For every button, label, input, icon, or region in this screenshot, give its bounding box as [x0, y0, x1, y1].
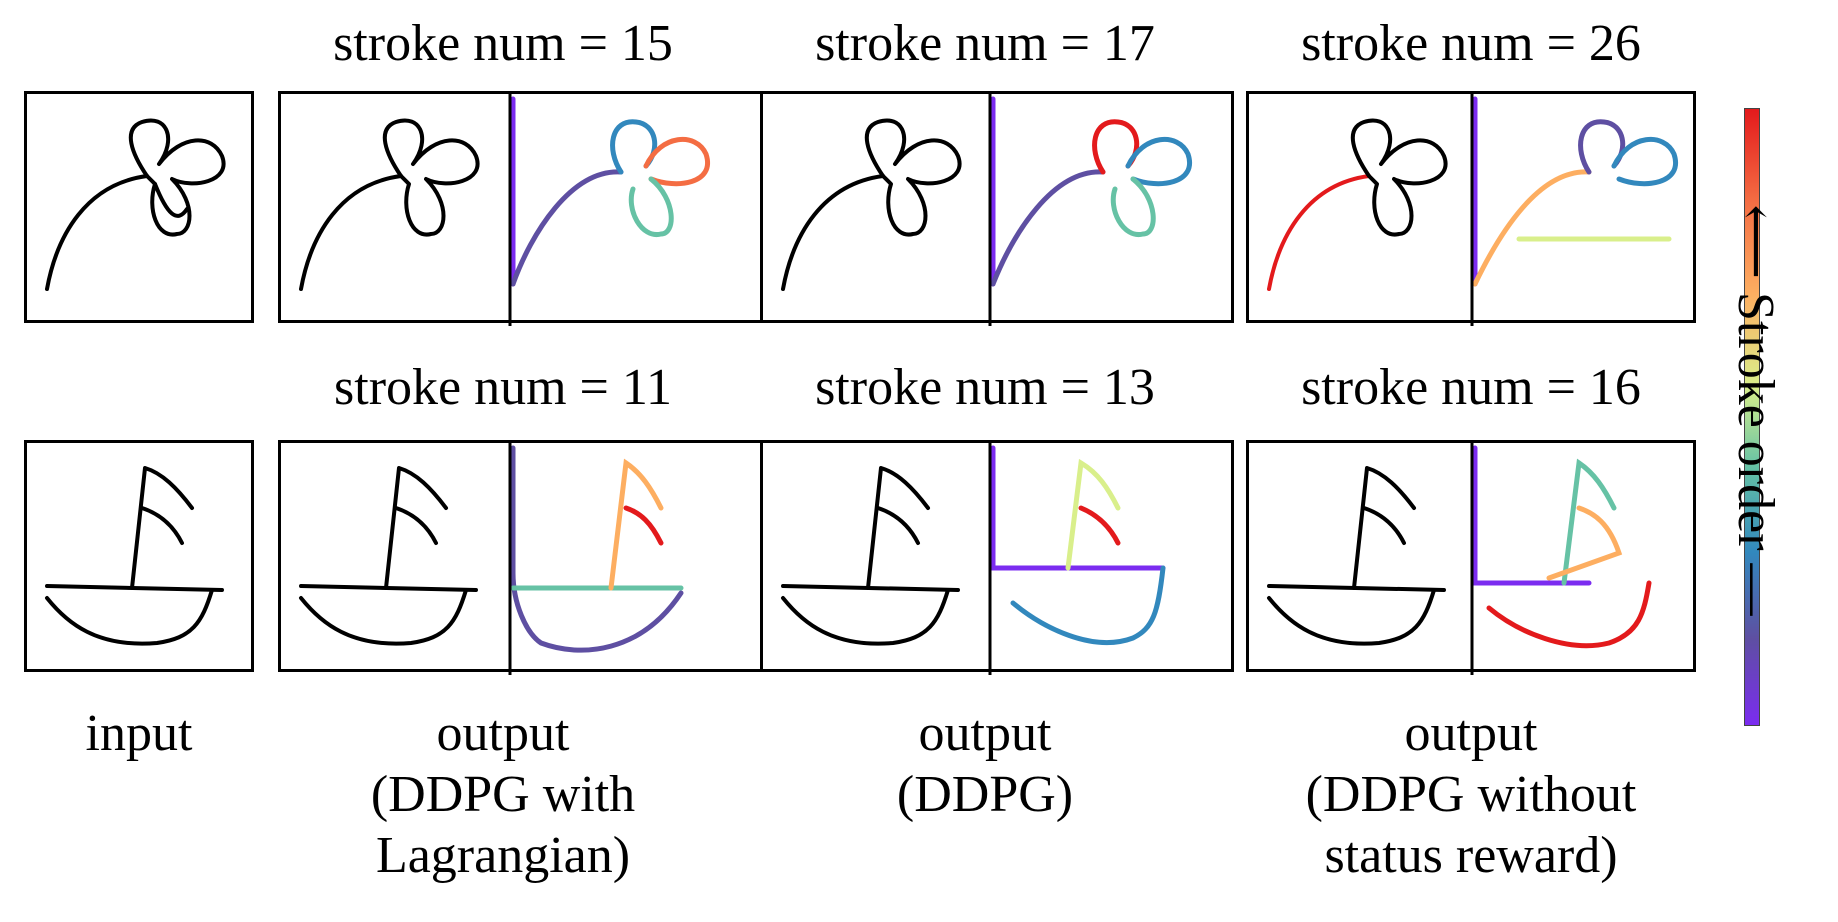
legend-arrow-down: — — [1727, 563, 1784, 616]
nostatus-flower-panel — [1246, 91, 1696, 326]
header-lagrangian-flower: stroke num = 15 — [333, 15, 673, 72]
header-lagrangian-boat: stroke num = 11 — [334, 359, 672, 416]
input-boat-sketch — [45, 466, 224, 646]
input-flower-sketch — [45, 118, 226, 291]
caption-input: input — [24, 704, 254, 765]
nostatus-flower-render — [1267, 94, 1679, 326]
caption-lagrangian-line-3: Lagrangian) — [375, 826, 631, 884]
caption-input-line: input — [85, 705, 193, 762]
caption-lagrangian-line-2: (DDPG with — [370, 765, 636, 823]
lagrangian-flower-render — [299, 94, 711, 326]
caption-nostatus-line-1: output — [1404, 705, 1538, 762]
input-flower-panel — [24, 91, 254, 323]
header-ddpg-flower: stroke num = 17 — [815, 15, 1155, 72]
caption-nostatus-line-2: (DDPG without — [1305, 765, 1637, 823]
ddpg-flower-panel — [760, 91, 1234, 326]
header-ddpg-boat: stroke num = 13 — [815, 359, 1155, 416]
caption-ddpg-line-2: (DDPG) — [896, 765, 1074, 823]
caption-ddpg: output (DDPG) — [760, 704, 1210, 826]
nostatus-boat-panel — [1246, 440, 1696, 675]
legend-arrow-up: ⟵ — [1727, 204, 1784, 280]
caption-nostatus-line-3: status reward) — [1324, 826, 1618, 884]
caption-nostatus: output (DDPG without status reward) — [1246, 704, 1696, 886]
caption-lagrangian-line-1: output — [436, 705, 570, 762]
header-nostatus-boat: stroke num = 16 — [1301, 359, 1641, 416]
legend-label: Stroke order — [1727, 292, 1784, 551]
header-nostatus-flower: stroke num = 26 — [1301, 15, 1641, 72]
caption-ddpg-line-1: output — [918, 705, 1052, 762]
stroke-order-label: ⟵ Stroke order — — [1726, 204, 1786, 615]
ddpg-boat-panel — [760, 440, 1234, 675]
ddpg-boat-render — [781, 443, 1166, 675]
ddpg-flower-render — [781, 94, 1193, 326]
stroke-order-colorbar — [1744, 108, 1760, 726]
caption-lagrangian: output (DDPG with Lagrangian) — [278, 704, 728, 886]
nostatus-boat-render — [1267, 443, 1652, 675]
lagrangian-boat-render — [299, 443, 684, 675]
input-boat-panel — [24, 440, 254, 672]
